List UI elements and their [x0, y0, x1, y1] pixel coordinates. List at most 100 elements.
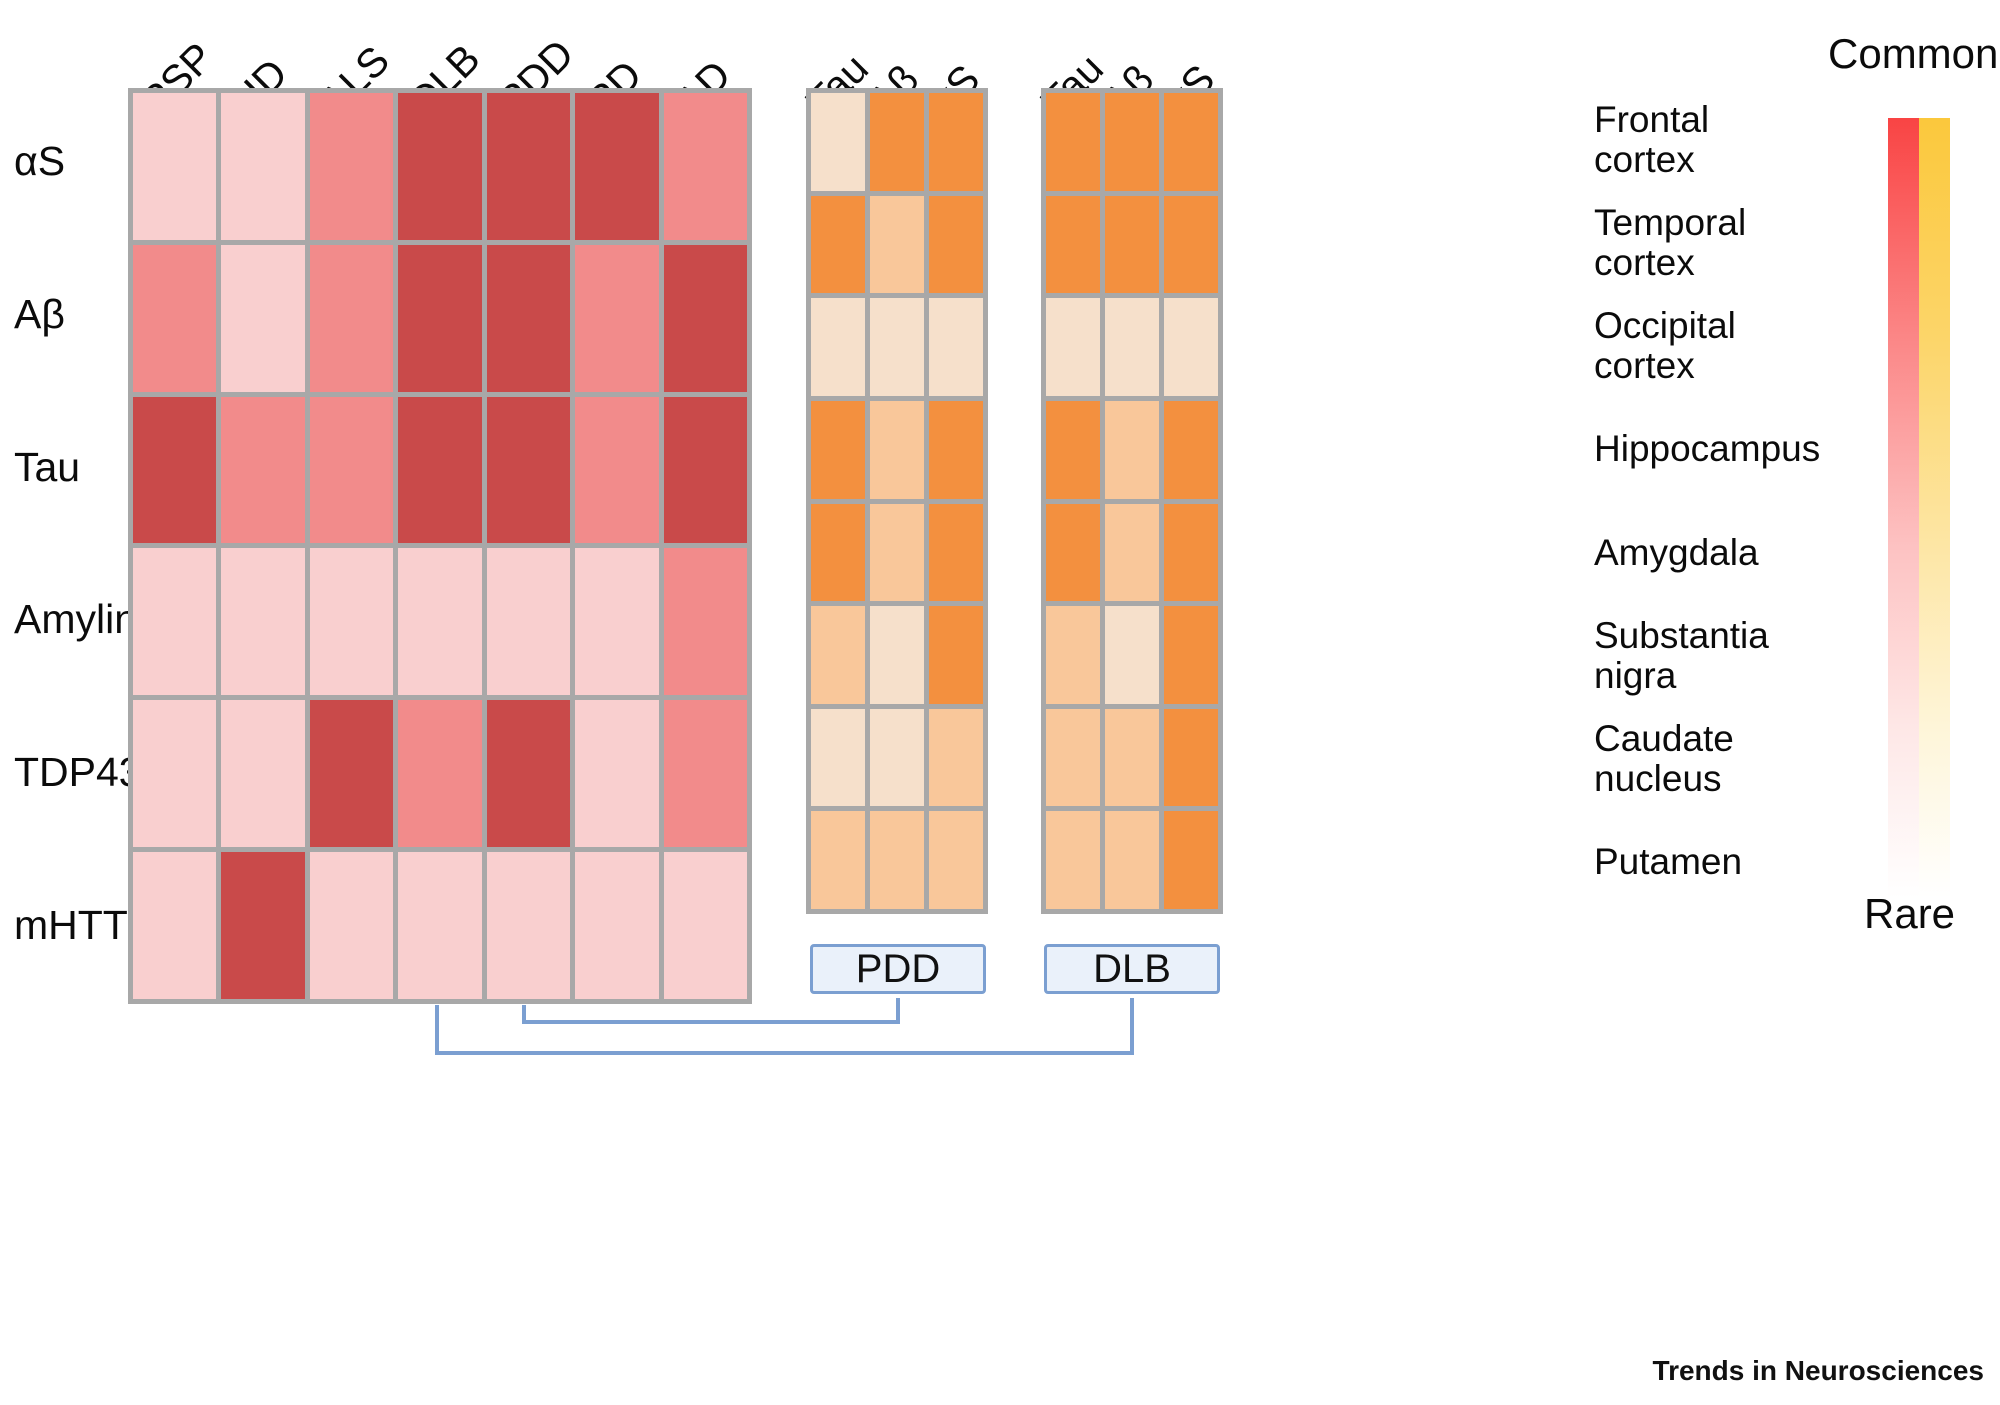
- protein-disease-cell: [486, 852, 571, 999]
- protein-disease-cell: [398, 700, 482, 848]
- journal-credit: Trends in Neurosciences: [1652, 1355, 1984, 1386]
- protein-disease-cell: [133, 93, 217, 240]
- pdd-region-cell: [870, 195, 924, 294]
- pdd-region-cell: [811, 298, 865, 396]
- heatmap-protein-by-disease: [128, 88, 752, 1004]
- colorbar-low-label: Rare: [1864, 890, 1956, 937]
- dlb-region-cell: [1046, 503, 1100, 602]
- protein-row-label: Aβ: [14, 291, 65, 337]
- colorbar-red-gradient: [1888, 118, 1919, 898]
- protein-disease-cell: [486, 700, 571, 848]
- protein-disease-cell: [398, 548, 482, 696]
- pdd-region-cell: [870, 811, 924, 909]
- pdd-region-cell: [870, 93, 924, 191]
- protein-disease-cell: [309, 700, 394, 848]
- dlb-tag-label: DLB: [1093, 946, 1171, 991]
- protein-disease-cell: [486, 93, 571, 240]
- protein-disease-cell: [309, 548, 394, 696]
- dlb-region-cell: [1046, 708, 1100, 807]
- pdd-region-cell: [929, 708, 983, 807]
- protein-row-label: TDP43: [14, 749, 142, 795]
- dlb-region-cell: [1046, 811, 1100, 909]
- dlb-region-cell: [1105, 298, 1159, 396]
- pdd-region-cell: [811, 811, 865, 909]
- protein-disease-cell: [575, 548, 659, 696]
- protein-disease-cell: [221, 700, 305, 848]
- dlb-region-cell: [1105, 606, 1159, 704]
- pdd-region-cell: [811, 195, 865, 294]
- protein-disease-cell: [309, 244, 394, 392]
- pdd-tag-box[interactable]: PDD: [810, 944, 986, 994]
- protein-disease-cell: [221, 93, 305, 240]
- protein-disease-cell: [309, 396, 394, 544]
- pdd-region-cell: [811, 93, 865, 191]
- protein-disease-cell: [133, 396, 217, 544]
- protein-disease-cell: [309, 852, 394, 999]
- protein-disease-cell: [663, 93, 747, 240]
- pdd-tag-label: PDD: [855, 946, 941, 991]
- heatmap-pdd-regional: [806, 88, 988, 914]
- pdd-region-cell: [870, 503, 924, 602]
- protein-disease-cell: [575, 396, 659, 544]
- dlb-region-cell: [1164, 503, 1218, 602]
- colorbar-yellow-gradient: [1919, 118, 1950, 898]
- pdd-region-cell: [870, 400, 924, 499]
- dlb-region-cell: [1046, 195, 1100, 294]
- heatmap-dlb-regional: [1041, 88, 1223, 914]
- protein-disease-cell: [133, 852, 217, 999]
- dlb-region-cell: [1046, 298, 1100, 396]
- protein-disease-cell: [398, 396, 482, 544]
- protein-disease-cell: [221, 548, 305, 696]
- protein-disease-cell: [133, 244, 217, 392]
- pdd-region-cell: [811, 400, 865, 499]
- pdd-region-cell: [929, 298, 983, 396]
- dlb-region-cell: [1046, 93, 1100, 191]
- pdd-region-cell: [811, 606, 865, 704]
- dlb-region-cell: [1046, 606, 1100, 704]
- dlb-region-cell: [1164, 298, 1218, 396]
- dlb-region-cell: [1105, 708, 1159, 807]
- pdd-region-cell: [870, 708, 924, 807]
- dlb-region-cell: [1105, 811, 1159, 909]
- pdd-region-cell: [929, 400, 983, 499]
- protein-disease-cell: [486, 548, 571, 696]
- protein-disease-cell: [575, 852, 659, 999]
- pdd-region-cell: [811, 503, 865, 602]
- dlb-region-cell: [1164, 400, 1218, 499]
- region-row-label: Putamen: [1594, 841, 1743, 883]
- colorbar-high-label: Common: [1828, 30, 1999, 77]
- protein-row-label: mHTT: [14, 901, 128, 948]
- pdd-region-cell: [870, 606, 924, 704]
- protein-row-label: Tau: [14, 443, 81, 490]
- protein-disease-cell: [575, 93, 659, 240]
- protein-disease-cell: [663, 244, 747, 392]
- protein-disease-cell: [309, 93, 394, 240]
- dlb-region-cell: [1105, 400, 1159, 499]
- dlb-region-cell: [1046, 400, 1100, 499]
- region-row-label: Hippocampus: [1594, 428, 1821, 470]
- protein-disease-cell: [221, 396, 305, 544]
- protein-disease-cell: [221, 852, 305, 999]
- protein-disease-cell: [486, 396, 571, 544]
- colorbar: [1888, 118, 1950, 898]
- protein-disease-cell: [663, 548, 747, 696]
- protein-disease-cell: [398, 244, 482, 392]
- dlb-region-cell: [1164, 811, 1218, 909]
- pdd-region-cell: [811, 708, 865, 807]
- protein-row-label: Amylin: [14, 596, 138, 643]
- pdd-region-cell: [870, 298, 924, 396]
- protein-disease-cell: [398, 93, 482, 240]
- protein-disease-cell: [486, 244, 571, 392]
- pdd-region-cell: [929, 93, 983, 191]
- pdd-region-cell: [929, 606, 983, 704]
- protein-disease-cell: [575, 700, 659, 848]
- protein-disease-cell: [133, 700, 217, 848]
- dlb-tag-box[interactable]: DLB: [1044, 944, 1220, 994]
- protein-disease-cell: [133, 548, 217, 696]
- protein-disease-cell: [663, 852, 747, 999]
